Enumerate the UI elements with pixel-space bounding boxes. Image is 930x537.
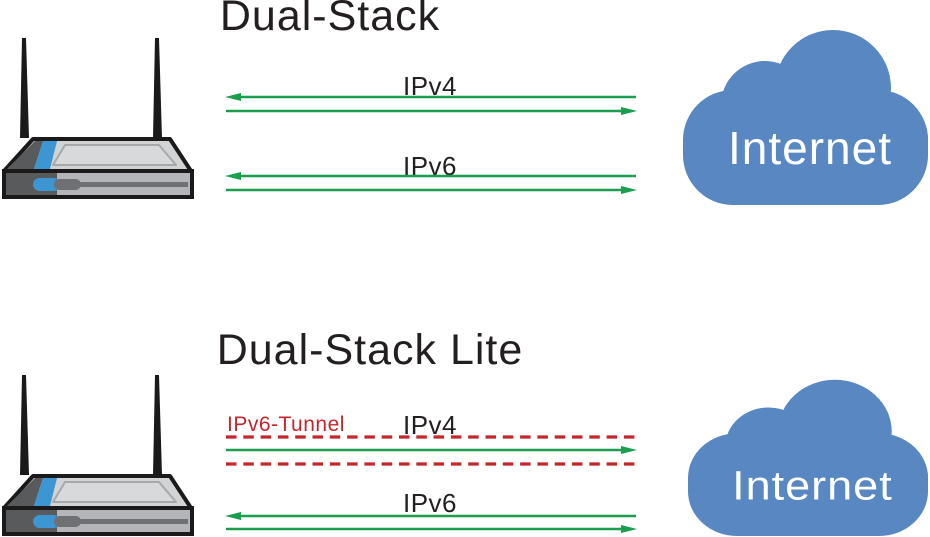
section-title-dual-stack-lite: Dual-Stack Lite	[216, 326, 524, 374]
cloud-label: Internet	[732, 463, 893, 509]
router-icon	[2, 38, 194, 199]
arrow-head-right-icon	[621, 107, 637, 115]
link-ipv6-arrows	[225, 172, 637, 194]
tunnel-label: IPv6-Tunnel	[227, 413, 345, 436]
link-label-ipv4: IPv4	[402, 71, 458, 101]
cloud-icon: Internet	[688, 379, 928, 536]
link-label-ipv4: IPv4	[402, 410, 458, 440]
link-label-ipv6: IPv6	[402, 488, 458, 518]
arrow-head-right-icon	[621, 525, 637, 533]
router-antenna-icon	[153, 375, 162, 475]
arrow-head-right-icon	[621, 186, 637, 194]
router-slot-bar	[62, 182, 188, 187]
router-front-blue-button	[33, 515, 60, 528]
router-front-blue-button	[33, 178, 60, 191]
link-label-ipv6: IPv6	[402, 151, 458, 181]
router-antenna-icon	[153, 38, 162, 138]
cloud-shape	[688, 379, 928, 536]
cloud-label: Internet	[728, 122, 892, 174]
arrow-head-left-icon	[225, 172, 241, 180]
router-antenna-icon	[20, 375, 29, 475]
router-slot-bar	[62, 519, 188, 524]
router-antenna-icon	[20, 38, 29, 138]
router-top-dark-section	[7, 141, 43, 169]
link-ipv6-arrows	[225, 512, 637, 533]
arrow-head-right-icon	[621, 446, 637, 454]
link-ipv4-arrows	[225, 93, 637, 115]
router-blue-stripe	[34, 478, 57, 506]
cloud-shape	[683, 30, 928, 205]
ipv6-tunnel-with-ipv4-arrow	[226, 435, 637, 466]
cloud-icon: Internet	[683, 30, 928, 205]
arrow-head-left-icon	[225, 512, 241, 520]
arrow-head-left-icon	[225, 93, 241, 101]
section-title-dual-stack: Dual-Stack	[219, 0, 441, 40]
router-blue-stripe	[34, 141, 57, 169]
router-top-dark-section	[7, 478, 43, 506]
router-icon	[2, 375, 194, 536]
router-inset-panel	[52, 144, 177, 166]
router-inset-panel	[52, 481, 177, 503]
